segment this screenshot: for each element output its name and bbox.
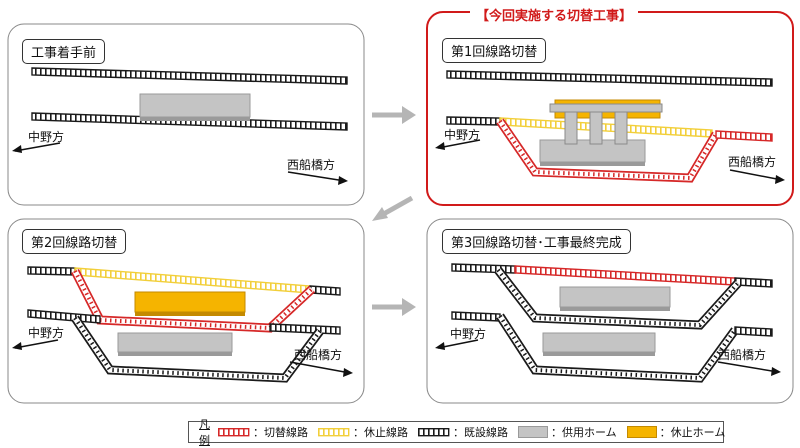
- panel-title-stage2: 第2回線路切替: [22, 229, 127, 254]
- flow-arrow-icon: [372, 298, 416, 316]
- flow-arrow-icon: [372, 106, 416, 124]
- panel-title-before: 工事着手前: [22, 39, 106, 64]
- direction-west-label: 中野方: [28, 326, 65, 340]
- legend-item-suspended-track: ：休止線路: [318, 424, 408, 440]
- platform-active: [139, 93, 251, 118]
- switched-track-swatch-icon: [218, 427, 250, 436]
- existing-track-swatch-icon: [418, 427, 450, 436]
- current-work-banner: 【今回実施する切替工事】: [470, 5, 639, 24]
- suspended-track-swatch-icon: [318, 427, 350, 436]
- panel-4-tracks: [435, 263, 781, 383]
- direction-west-label: 中野方: [450, 327, 487, 341]
- suspended-platform-swatch-icon: [626, 426, 657, 438]
- panel-1-tracks: [12, 67, 348, 185]
- legend-item-suspended-platform: ：休止ホーム: [626, 424, 725, 440]
- legend-item-active-platform: ：供用ホーム: [518, 424, 617, 440]
- platform-active: [117, 332, 233, 353]
- direction-east-label: 西船橋方: [287, 158, 336, 172]
- legend: 凡例 ：切替線路 ：休止線路 ：既設線路 ：供用ホーム ：休止ホーム: [188, 418, 725, 447]
- platform-suspended: [134, 291, 246, 313]
- platform-active: [542, 332, 656, 353]
- direction-east-label: 西船橋方: [728, 155, 777, 169]
- direction-west-label: 中野方: [28, 130, 65, 144]
- panel-3-tracks: [12, 266, 353, 383]
- panel-2-tracks: [435, 70, 785, 184]
- platform-active: [559, 286, 671, 308]
- legend-title: 凡例: [199, 418, 210, 447]
- active-platform-swatch-icon: [518, 426, 548, 438]
- direction-west-label: 中野方: [444, 128, 481, 142]
- legend-item-existing-track: ：既設線路: [418, 424, 508, 440]
- direction-east-label: 西船橋方: [718, 348, 767, 362]
- legend-item-switched-track: ：切替線路: [218, 424, 308, 440]
- panel-title-stage3: 第3回線路切替･工事最終完成: [442, 229, 631, 254]
- flow-arrow-icon: [372, 195, 414, 221]
- panel-title-stage1: 第1回線路切替: [442, 38, 547, 63]
- direction-east-label: 西船橋方: [294, 348, 343, 362]
